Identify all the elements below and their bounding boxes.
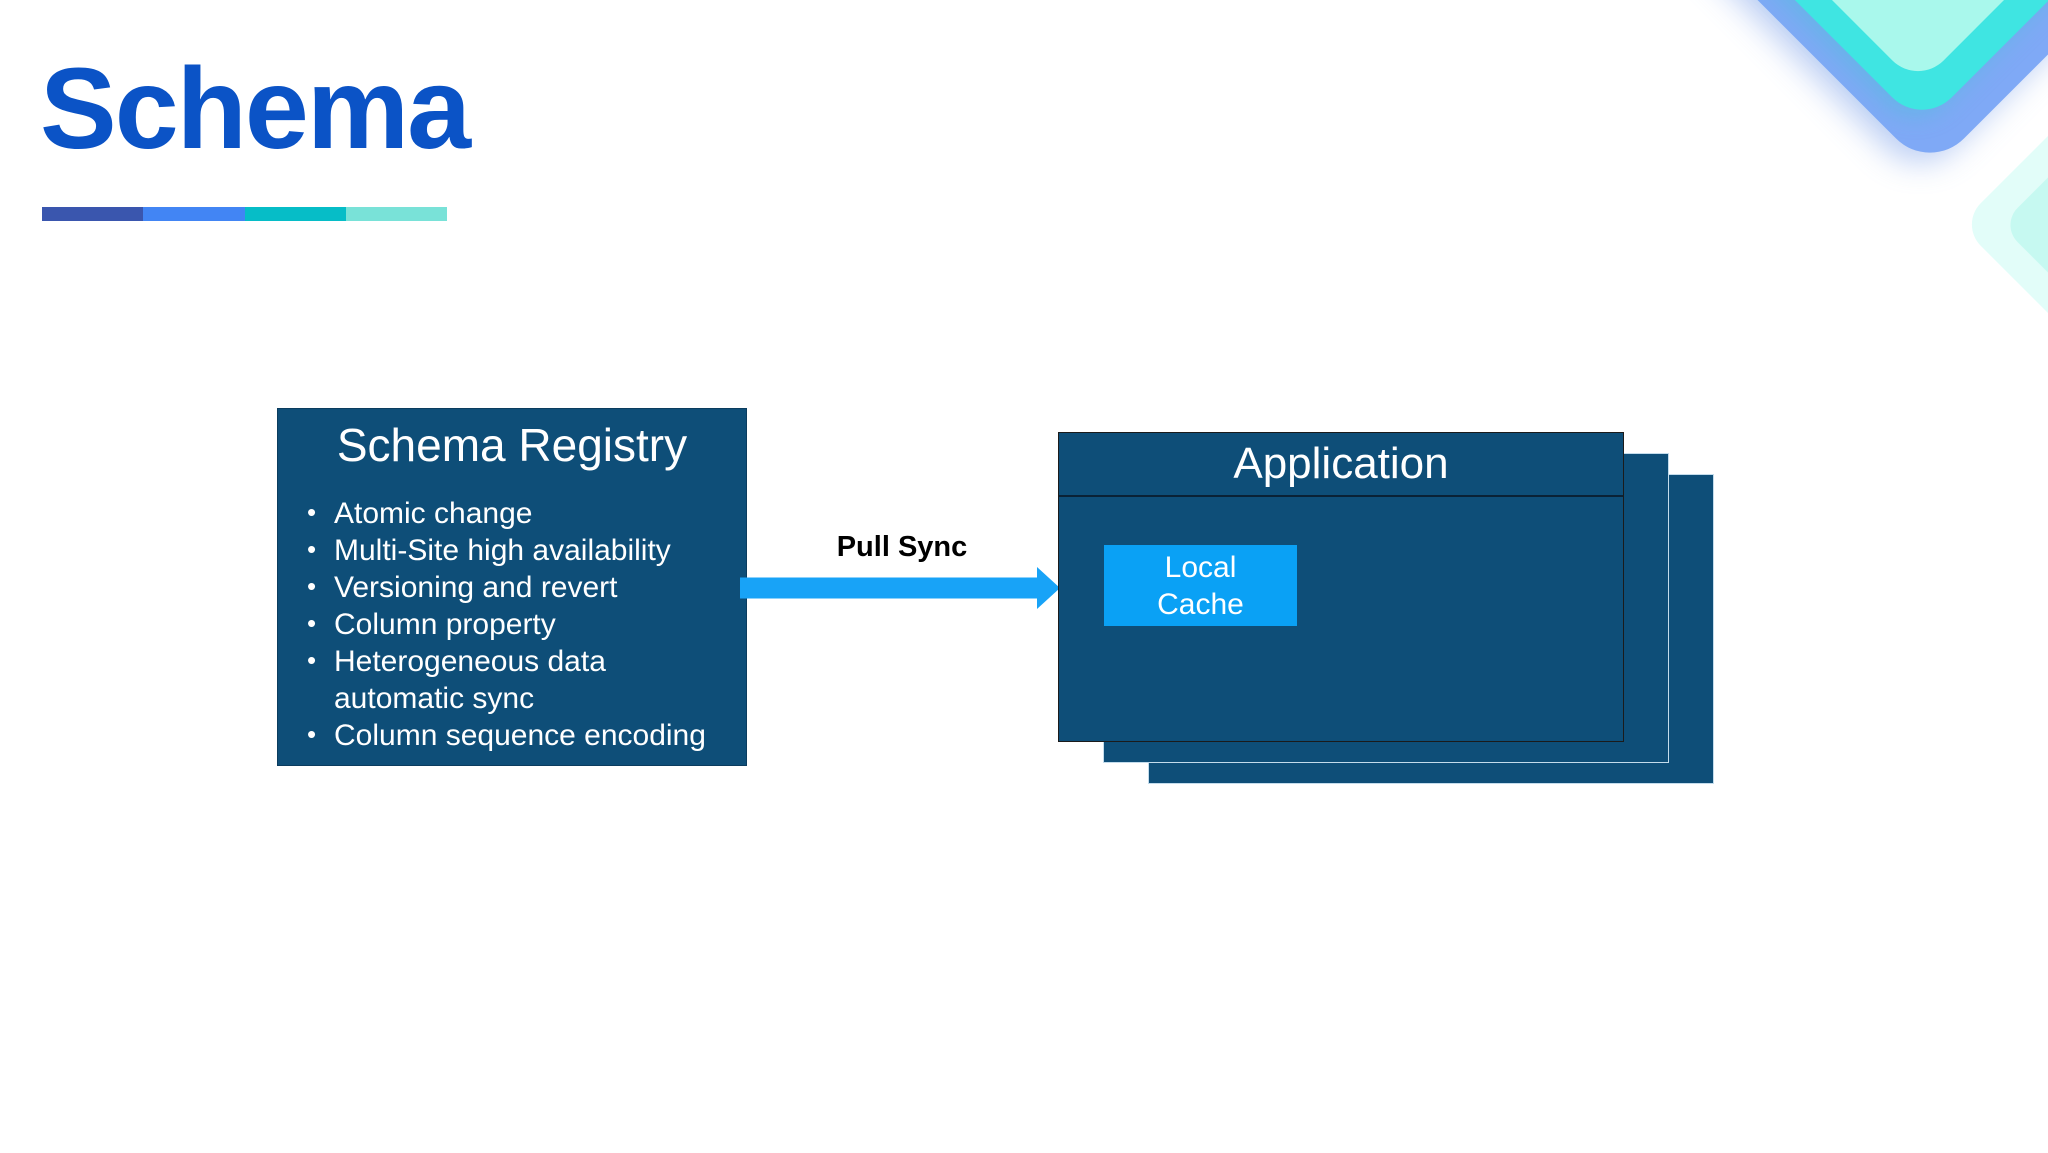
accent-bar-segment [345, 207, 447, 221]
application-title: Application [1059, 433, 1623, 497]
bullet-item: Column sequence encoding [307, 716, 740, 754]
page-title: Schema [40, 45, 471, 173]
local-cache-box: Local Cache [1104, 545, 1297, 626]
accent-bar [42, 207, 447, 221]
schema-registry-box: Schema Registry Atomic changeMulti-Site … [277, 408, 747, 766]
bullet-item: Versioning and revert [307, 568, 740, 606]
bullet-item: Column property [307, 605, 740, 643]
accent-bar-segment [244, 207, 346, 221]
local-cache-line1: Local [1164, 550, 1237, 584]
accent-bar-segment [143, 207, 245, 221]
accent-bar-segment [42, 207, 144, 221]
bullet-item: Atomic change [307, 494, 740, 532]
bullet-item: Heterogeneous data automatic sync [307, 642, 740, 717]
pull-sync-arrow [740, 567, 1060, 609]
schema-registry-title: Schema Registry [336, 419, 688, 471]
pull-sync-label: Pull Sync [836, 531, 968, 563]
registry-bullet-list: Atomic changeMulti-Site high availabilit… [291, 494, 740, 754]
local-cache-line2: Cache [1157, 587, 1244, 621]
bullet-item: Multi-Site high availability [307, 531, 740, 569]
application-box: Application Local Cache [1058, 432, 1624, 742]
